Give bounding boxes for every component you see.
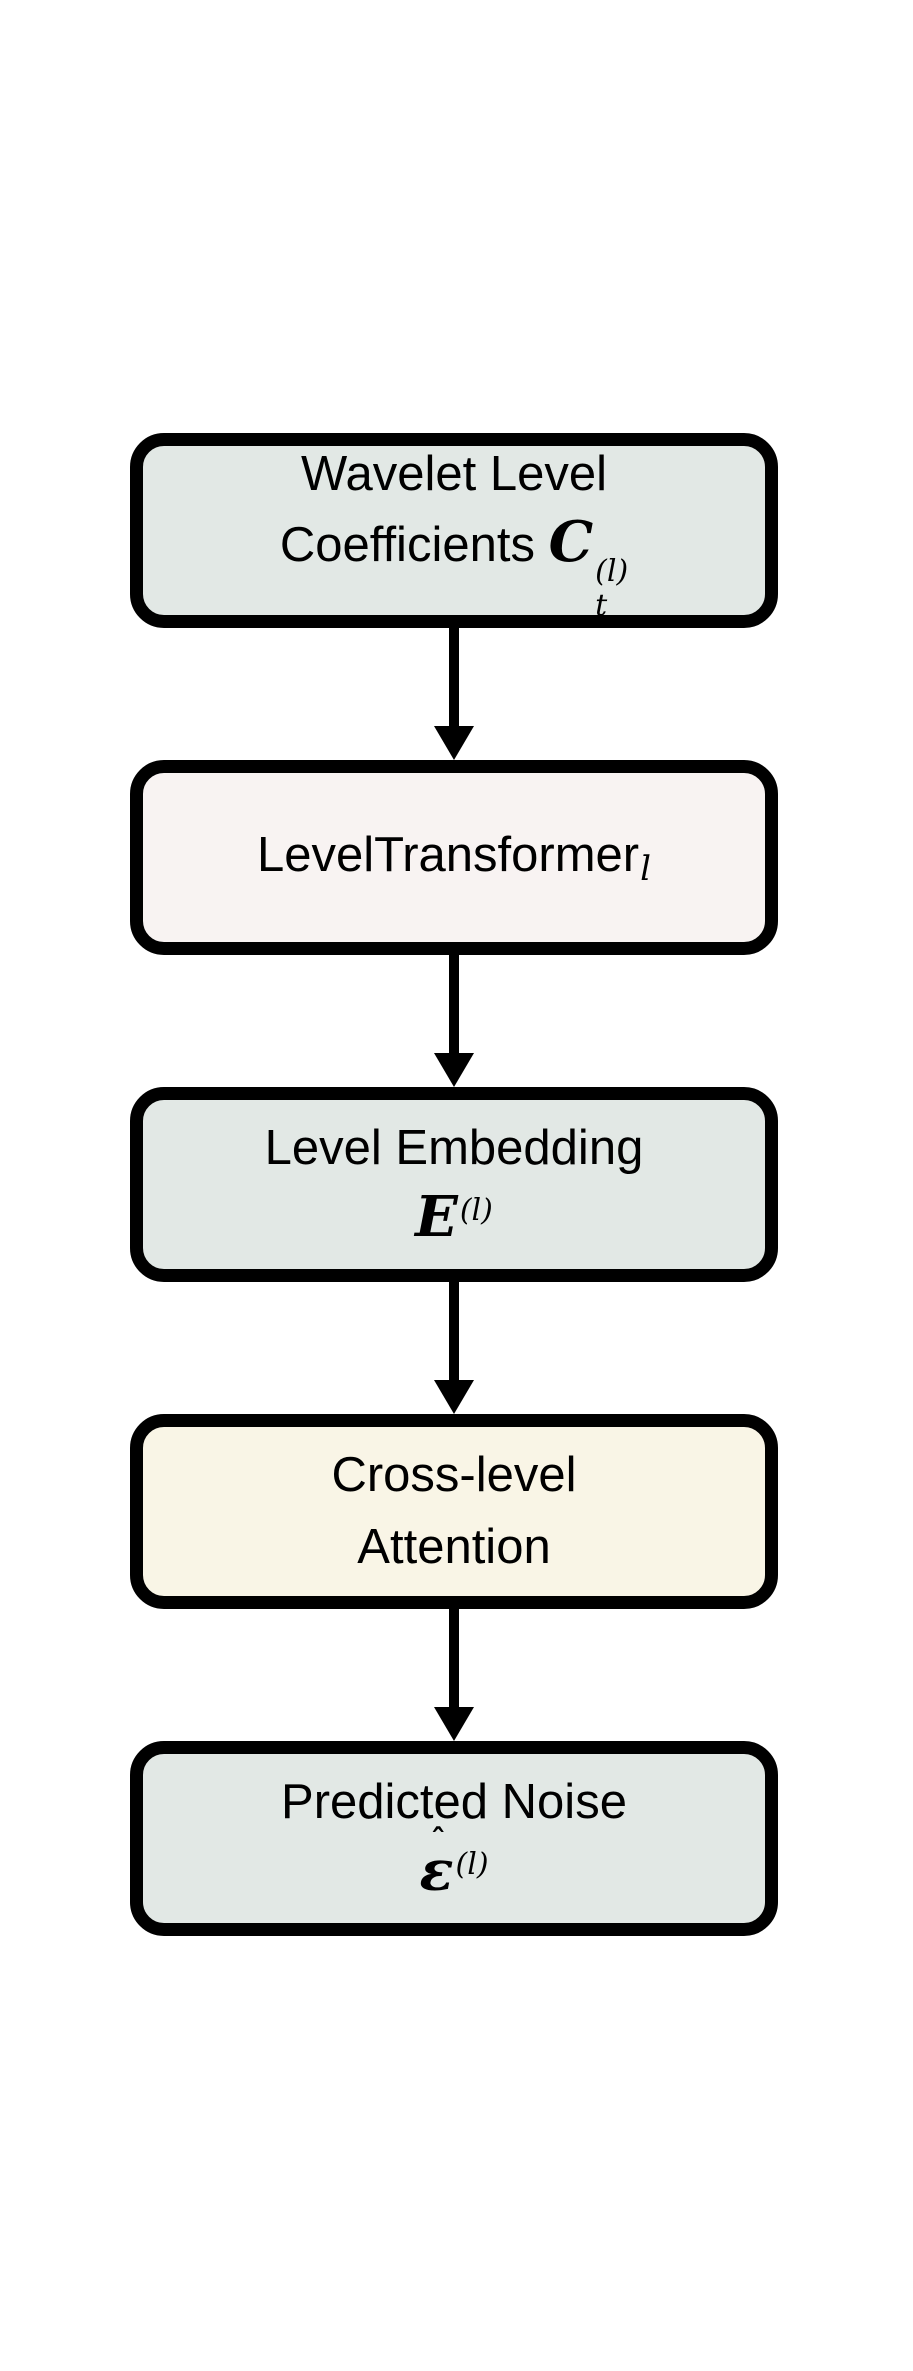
node-label-line1: Cross-level — [331, 1440, 576, 1512]
math-symbol-epsilon: ε — [419, 1837, 454, 1904]
math-scripts: (l)t — [595, 555, 628, 622]
math-symbol-E: E — [415, 1183, 458, 1250]
node-level-embedding: Level Embedding E(l) — [130, 1087, 778, 1282]
node-wavelet-level-coefficients: Wavelet Level Coefficients C(l)t — [130, 433, 778, 628]
math-superscript: (l) — [455, 1846, 489, 1882]
node-text: Cross-level — [331, 1447, 577, 1502]
arrow-down-head-4 — [434, 1707, 474, 1741]
node-label-line1: Predicted Noise — [281, 1767, 627, 1839]
math-symbol-C: C — [548, 509, 594, 576]
node-text: Wavelet Level — [301, 446, 607, 501]
node-label-line1: Wavelet Level — [301, 439, 607, 511]
arrow-down-shaft-4 — [449, 1607, 459, 1708]
arrow-down-shaft-3 — [449, 1280, 459, 1381]
arrow-down-head-2 — [434, 1053, 474, 1087]
node-text: Coefficients — [279, 518, 549, 573]
node-cross-level-attention: Cross-level Attention — [130, 1414, 778, 1609]
node-text: Attention — [357, 1519, 551, 1574]
node-text: Predicted Noise — [281, 1774, 627, 1829]
arrow-down-shaft-1 — [449, 626, 459, 727]
math-hat-accent: ˆ — [430, 1822, 446, 1859]
math-superscript: (l) — [595, 554, 629, 590]
math-superscript: (l) — [459, 1192, 493, 1228]
node-level-transformer: LevelTransformerl — [130, 760, 778, 955]
node-label-line1: Level Embedding — [265, 1113, 644, 1185]
math-subscript: t — [595, 587, 608, 623]
node-label-line2: Coefficients C(l)t — [280, 510, 628, 622]
arrow-down-head-3 — [434, 1380, 474, 1414]
node-label-line2: Attention — [357, 1512, 550, 1584]
node-text: Level Embedding — [264, 1120, 644, 1175]
arrow-down-head-1 — [434, 726, 474, 760]
node-label-line2: E(l) — [415, 1185, 493, 1257]
node-text: LevelTransformer — [256, 828, 640, 883]
arrow-down-shaft-2 — [449, 953, 459, 1054]
math-subscript-l: l — [640, 849, 652, 890]
node-label-line1: LevelTransformerl — [257, 820, 651, 895]
